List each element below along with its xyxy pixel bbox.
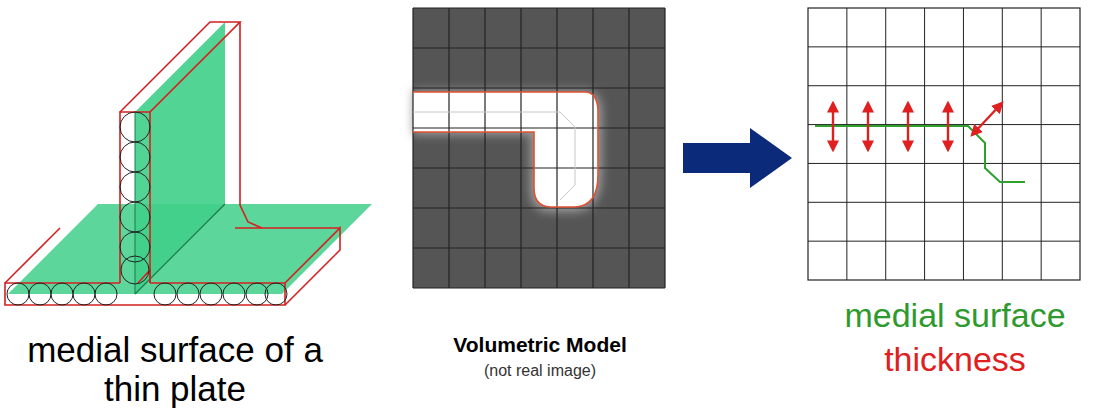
transform-arrow (683, 128, 792, 188)
medial-grid (808, 8, 1080, 280)
panel-title: Volumetric Model (410, 333, 670, 357)
figure-caption: medial surface of a thin plate (5, 330, 345, 408)
panel-note: (not real image) (410, 362, 670, 380)
legend-text: medial surface (810, 296, 1100, 334)
volumetric-grid (413, 8, 665, 288)
legend-text: thickness (810, 340, 1100, 378)
thin-plate-illustration (5, 22, 372, 305)
